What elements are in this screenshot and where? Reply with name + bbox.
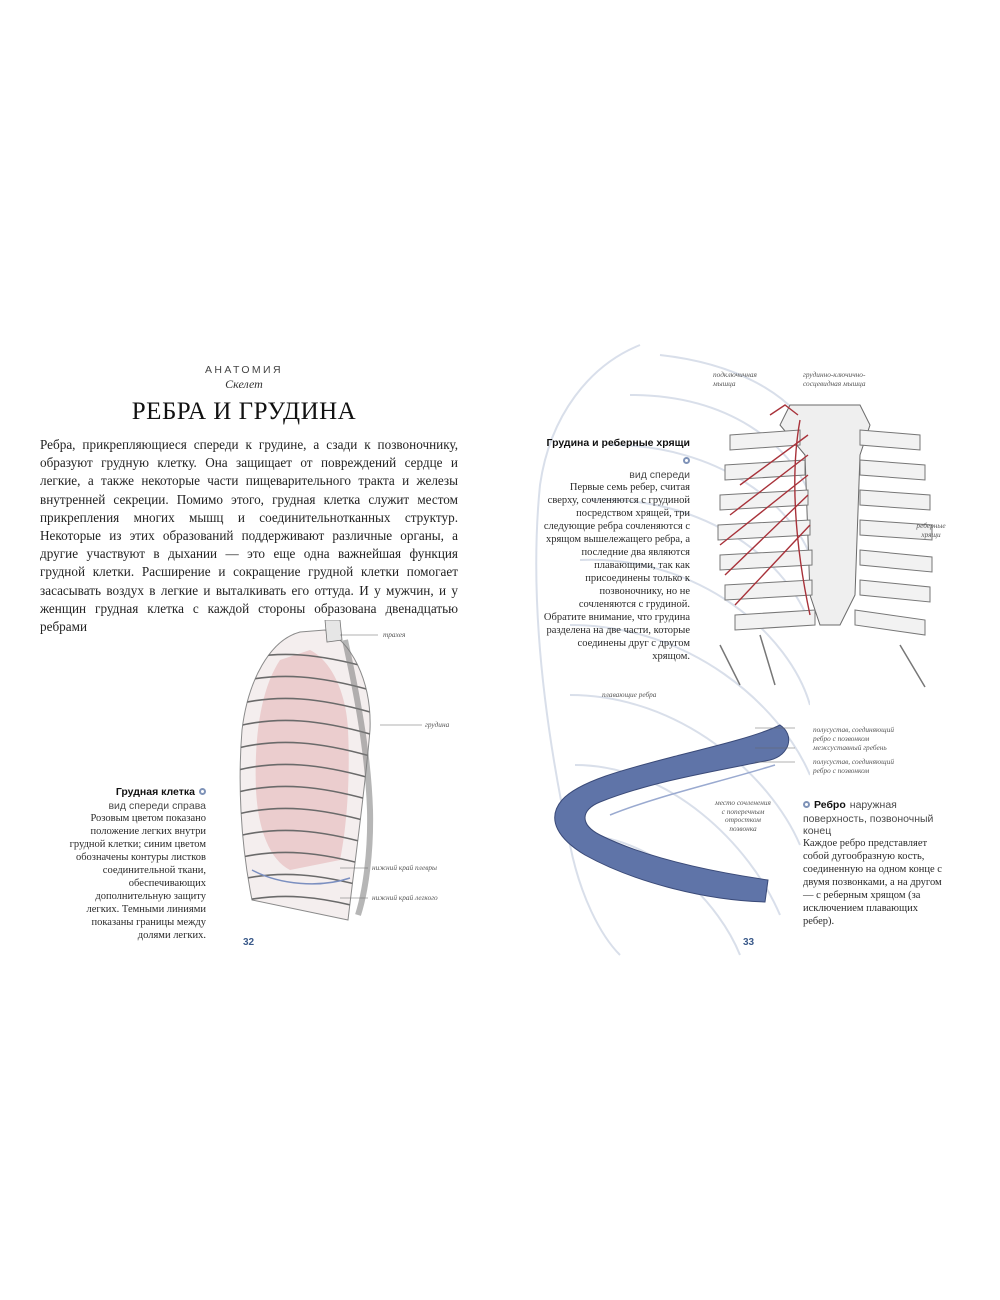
thorax-caption: Грудная клетка вид спереди справа Розовы…	[60, 782, 206, 942]
caption-subtitle: вид спереди справа	[108, 800, 206, 812]
label-subclavius: подключичная мышца	[713, 370, 757, 388]
label-floating-ribs: плавающие ребра	[602, 690, 657, 699]
caption1-subtitle: вид спереди	[629, 469, 690, 481]
bullet-icon	[683, 456, 690, 464]
subsection-label: Скелет	[225, 377, 263, 391]
lung-shape	[255, 650, 349, 870]
intro-text: Ребра, прикрепляющиеся спереди к грудине…	[40, 437, 458, 635]
page-title: РЕБРА И ГРУДИНА	[131, 398, 357, 425]
label-pleura: нижний край плевры	[372, 863, 437, 872]
label-semijoint-1: полусустав, соединяющий ребро с позвонко…	[813, 725, 894, 743]
caption-text: Розовым цветом показано положение легких…	[69, 813, 206, 941]
label-trachea: трахея	[383, 630, 406, 639]
label-crest: межсуставный гребень	[813, 743, 887, 752]
label-transverse: место сочленения с поперечным отростком …	[715, 798, 771, 833]
caption1-text: Первые семь ребер, считая сверху, сочлен…	[543, 482, 690, 662]
sternum-illustration	[717, 404, 933, 688]
right-page: Грудина и реберные хрящи вид спереди Пер…	[500, 320, 1000, 970]
intro-paragraph: Ребра, прикрепляющиеся спереди к грудине…	[40, 436, 458, 636]
bullet-icon	[199, 787, 206, 795]
caption2-subtitle-b: поверхность, позвоночный конец	[803, 813, 934, 837]
label-lung: нижний край легкого	[372, 893, 438, 902]
leader-lines-left	[340, 634, 422, 899]
caption1-title: Грудина и реберные хрящи	[546, 437, 690, 449]
label-semijoint-2: полусустав, соединяющий ребро с позвонко…	[813, 757, 894, 775]
caption2-title: Ребро	[814, 799, 846, 811]
sternum-caption: Грудина и реберные хрящи вид спереди Пер…	[540, 433, 690, 663]
caption2-text: Каждое ребро представляет собой дугообра…	[803, 838, 942, 927]
bullet-icon	[803, 800, 810, 808]
label-costal-cartilages: реберные хрящи	[916, 521, 946, 539]
section-label: АНАТОМИЯ	[205, 364, 283, 376]
label-scm: грудинно-ключично-сосцевидная мышца	[803, 370, 866, 388]
leader-lines-rib	[755, 727, 795, 763]
caption2-subtitle-a: наружная	[849, 799, 897, 811]
page-number-right: 33	[743, 937, 755, 948]
thorax-illustration	[239, 620, 374, 921]
caption-title: Грудная клетка	[115, 786, 195, 798]
rib-caption: Ребро наружная поверхность, позвоночный …	[803, 795, 948, 928]
page-number-left: 32	[243, 937, 255, 948]
left-page: АНАТОМИЯ Скелет РЕБРА И ГРУДИНА Ребра, п…	[0, 320, 500, 970]
label-sternum: грудина	[425, 720, 450, 729]
rib-illustration	[554, 724, 790, 903]
